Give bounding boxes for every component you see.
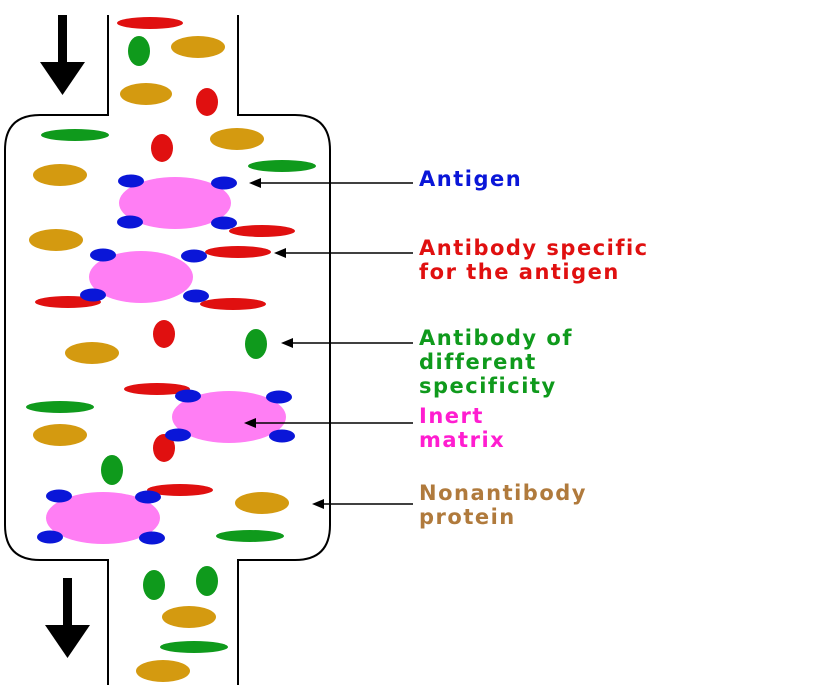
nonantibody-protein bbox=[33, 164, 87, 186]
other-antibody bbox=[196, 566, 218, 596]
specific-antibody bbox=[153, 320, 175, 348]
antigen bbox=[90, 249, 116, 262]
leader-nonantibody bbox=[312, 499, 413, 509]
antigen bbox=[37, 531, 63, 544]
antigen bbox=[46, 490, 72, 503]
nonantibody-protein bbox=[33, 424, 87, 446]
matrix-bead-group bbox=[37, 484, 213, 545]
antigen bbox=[181, 250, 207, 263]
label-other-antibody: Antibody of different specificity bbox=[419, 326, 582, 398]
other-antibody bbox=[245, 329, 267, 359]
other-antibody bbox=[41, 129, 109, 141]
nonantibody-protein bbox=[162, 606, 216, 628]
antigen bbox=[139, 532, 165, 545]
bound-specific-antibody bbox=[200, 298, 266, 310]
label-specific-antibody: Antibody specific for the antigen bbox=[419, 236, 657, 284]
bound-specific-antibody bbox=[229, 225, 295, 237]
matrix-bead-group bbox=[35, 246, 271, 310]
antigen bbox=[183, 290, 209, 303]
bound-specific-antibody bbox=[205, 246, 271, 258]
leader-other-antibody bbox=[281, 338, 413, 348]
nonantibody-protein bbox=[235, 492, 289, 514]
antigen bbox=[211, 217, 237, 230]
arrow-down-icon bbox=[40, 15, 85, 95]
nonantibody-protein bbox=[65, 342, 119, 364]
nonantibody-protein bbox=[210, 128, 264, 150]
other-antibody bbox=[160, 641, 228, 653]
other-antibody bbox=[101, 455, 123, 485]
leader-specific-antibody bbox=[274, 248, 413, 258]
arrow-down-icon bbox=[45, 578, 90, 658]
antigen bbox=[117, 216, 143, 229]
other-antibody bbox=[248, 160, 316, 172]
antigen bbox=[175, 390, 201, 403]
specific-antibody bbox=[196, 88, 218, 116]
antigen bbox=[118, 175, 144, 188]
nonantibody-protein bbox=[120, 83, 172, 105]
other-antibody bbox=[128, 36, 150, 66]
specific-antibody bbox=[151, 134, 173, 162]
column-outline bbox=[5, 15, 330, 685]
matrix-bead-group bbox=[117, 175, 295, 238]
antigen bbox=[211, 177, 237, 190]
antigen bbox=[269, 430, 295, 443]
antigen bbox=[165, 429, 191, 442]
matrix-bead-group bbox=[124, 383, 295, 443]
antigen bbox=[266, 391, 292, 404]
antigen bbox=[135, 491, 161, 504]
antigen bbox=[80, 289, 106, 302]
label-matrix: Inert matrix bbox=[419, 404, 505, 452]
nonantibody-protein bbox=[171, 36, 225, 58]
other-antibody bbox=[26, 401, 94, 413]
nonantibody-protein bbox=[136, 660, 190, 682]
label-nonantibody: Nonantibody protein bbox=[419, 481, 596, 529]
label-antigen: Antigen bbox=[419, 167, 522, 191]
other-antibody bbox=[143, 570, 165, 600]
specific-antibody bbox=[117, 17, 183, 29]
nonantibody-protein bbox=[29, 229, 83, 251]
other-antibody bbox=[216, 530, 284, 542]
